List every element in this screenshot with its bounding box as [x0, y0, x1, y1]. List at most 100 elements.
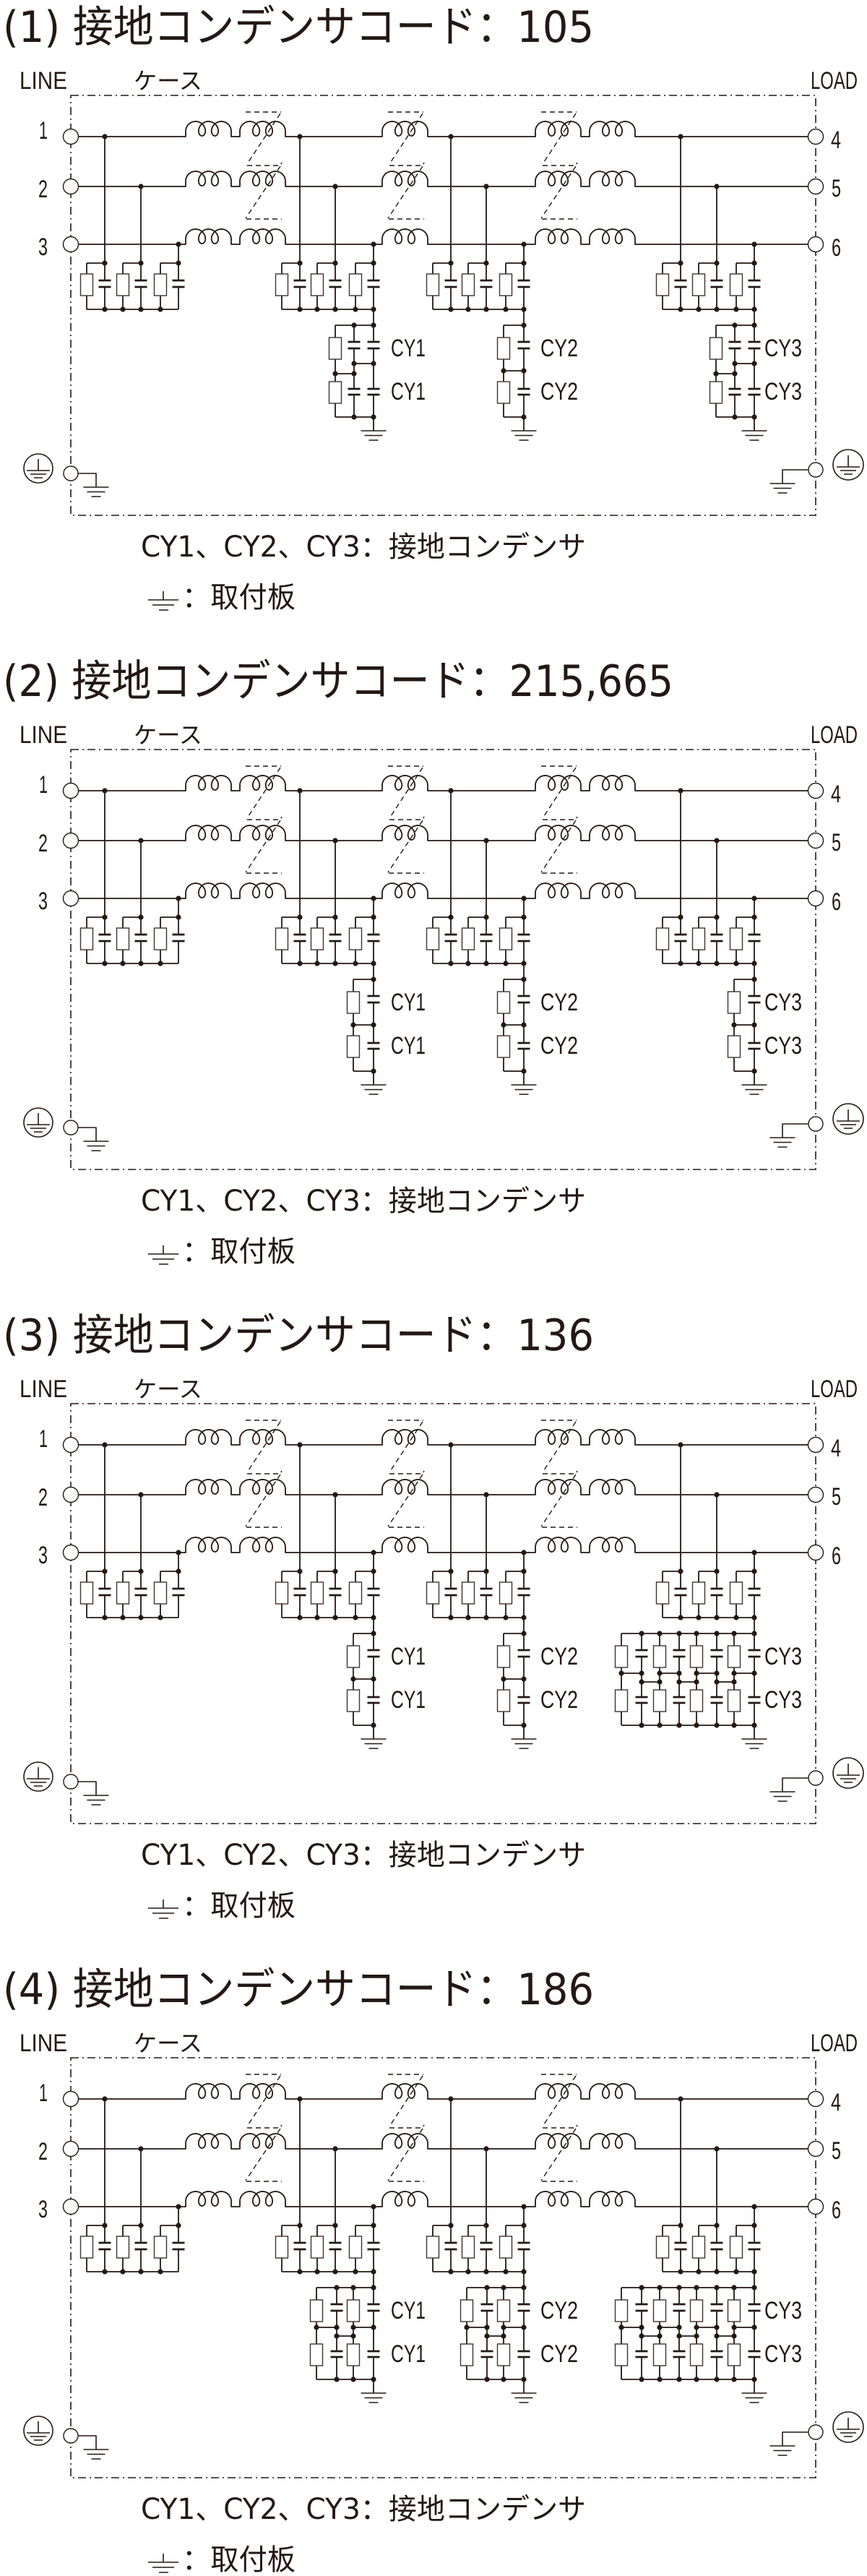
line-3-conductor [79, 883, 808, 899]
protective-earth-icon [832, 1103, 864, 1135]
junction-dot [521, 896, 527, 901]
junction-dot [297, 1568, 303, 1574]
junction-dot [521, 2285, 527, 2291]
junction-dot [731, 2377, 737, 2382]
load-terminal-6 [807, 890, 824, 907]
junction-dot [733, 2269, 739, 2275]
ground-icon [511, 2392, 537, 2403]
frame-ground-lead-left [78, 1127, 97, 1141]
junction-dot [694, 2377, 699, 2382]
line-terminal-2 [62, 832, 79, 849]
ground-icon [741, 2392, 767, 2403]
resistor [310, 927, 324, 950]
ground-capacitor-network-cy2 [496, 1631, 537, 1749]
junction-dot [297, 2096, 303, 2102]
line-terminal-1 [62, 782, 79, 799]
junction-dot [694, 1722, 699, 1728]
junction-dot [297, 2269, 303, 2275]
junction-dot [521, 2324, 527, 2330]
coupling-dashed-icon [540, 765, 578, 874]
cy3-label-upper: CY3 [764, 1643, 802, 1670]
resistor-lead [86, 916, 105, 963]
junction-dot [639, 2285, 644, 2291]
cy3-label-lower: CY3 [764, 378, 802, 405]
capacitor-caption: CY1、CY2、CY3：接地コンデンサ [141, 2493, 586, 2526]
line-2-conductor [79, 1479, 808, 1495]
junction-dot [714, 184, 720, 189]
junction-dot [694, 1670, 699, 1676]
junction-dot [483, 961, 489, 966]
junction-dot [334, 2324, 340, 2330]
resistor [691, 1581, 706, 1605]
junction-dot [138, 306, 144, 312]
junction-dot [714, 838, 720, 843]
junction-dot [657, 1631, 663, 1636]
line-terminal-2-label: 2 [38, 2138, 48, 2165]
junction-dot [639, 1670, 644, 1676]
ground-icon [361, 2392, 387, 2403]
junction-dot [714, 2223, 720, 2228]
junction-dot [678, 260, 683, 266]
resistor [496, 1645, 511, 1668]
junction-dot [521, 2223, 527, 2228]
line-terminal-3-label: 3 [38, 888, 48, 915]
resistor [727, 2299, 741, 2322]
junction-dot [714, 961, 720, 966]
line-2-conductor [79, 2133, 808, 2150]
ground-icon [769, 2445, 795, 2456]
earth-lines [27, 2421, 50, 2441]
junction-dot [503, 306, 509, 312]
junction-dot [332, 184, 338, 189]
resistor [499, 2236, 513, 2259]
junction-dot [714, 2377, 720, 2382]
junction-dot [714, 2146, 720, 2152]
junction-dot [138, 184, 144, 189]
resistor [348, 2236, 363, 2259]
frame-ground-lead-left [78, 2435, 97, 2450]
junction-dot [483, 184, 489, 189]
resistor-lead [86, 262, 105, 309]
ground-icon [741, 430, 767, 441]
junction-dot [751, 914, 757, 920]
resistor-lead [662, 916, 681, 963]
cy3-label-upper: CY3 [764, 2297, 802, 2324]
resistor [309, 2343, 324, 2366]
junction-dot [102, 2269, 108, 2275]
network-bus [467, 2287, 524, 2380]
junction-dot [484, 2324, 490, 2330]
resistor [499, 927, 513, 950]
case-outline [70, 2057, 816, 2478]
coupling-dashed-icon [245, 2074, 282, 2182]
ground-icon [511, 430, 537, 441]
section-1: (1) 接地コンデンサコード：105 LINE ケース LOAD 1 2 3 4… [3, 2, 864, 614]
junction-dot [448, 2096, 454, 2102]
junction-dot [503, 1615, 509, 1620]
load-terminal-6-label: 6 [832, 888, 841, 916]
section-title: (4) 接地コンデンサコード：186 [3, 1965, 594, 2015]
junction-dot [102, 260, 108, 266]
load-terminal-4-label: 4 [831, 1435, 841, 1462]
junction-dot [714, 1492, 720, 1498]
resistor [79, 927, 94, 950]
frame-ground-terminal-right [808, 1116, 824, 1132]
junction-dot [483, 1492, 489, 1498]
chassis-ground-icon [148, 591, 178, 611]
junction-dot [618, 1670, 624, 1676]
resistor [346, 2343, 361, 2366]
cy3-label-lower: CY3 [764, 1032, 802, 1060]
case-outline [70, 749, 816, 1170]
resistor [729, 1581, 743, 1605]
resistor [727, 2343, 741, 2366]
network-bus [504, 979, 524, 1072]
line-terminal-2 [62, 2140, 79, 2158]
junction-dot [297, 961, 303, 966]
junction-dot [332, 1492, 338, 1498]
junction-dot [657, 2324, 663, 2330]
resistor [691, 273, 706, 296]
junction-dot [332, 1615, 338, 1620]
junction-dot [731, 1022, 737, 1028]
junction-dot [465, 1615, 471, 1620]
resistor [709, 381, 723, 404]
rc-filter-group [79, 1442, 185, 1620]
junction-dot [657, 2333, 663, 2339]
